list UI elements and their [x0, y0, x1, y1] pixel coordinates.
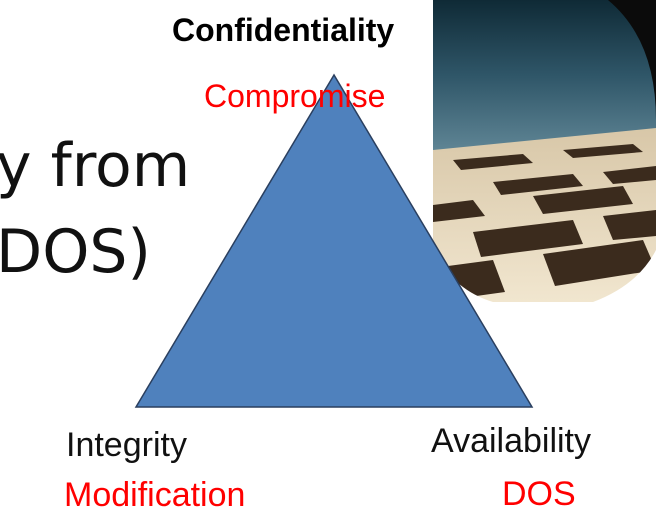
cia-triangle — [134, 73, 534, 408]
vertex-label-availability: Availability — [431, 422, 592, 460]
threat-label-dos: DOS — [502, 475, 576, 513]
threat-label-modification: Modification — [64, 476, 246, 514]
vertex-label-confidentiality: Confidentiality — [172, 12, 395, 48]
vertex-label-integrity: Integrity — [66, 426, 187, 464]
slide-body-text-line-1: y from — [0, 131, 191, 201]
slide-body-text-line-2: DOS) — [0, 217, 151, 287]
threat-label-compromise: Compromise — [204, 78, 386, 114]
